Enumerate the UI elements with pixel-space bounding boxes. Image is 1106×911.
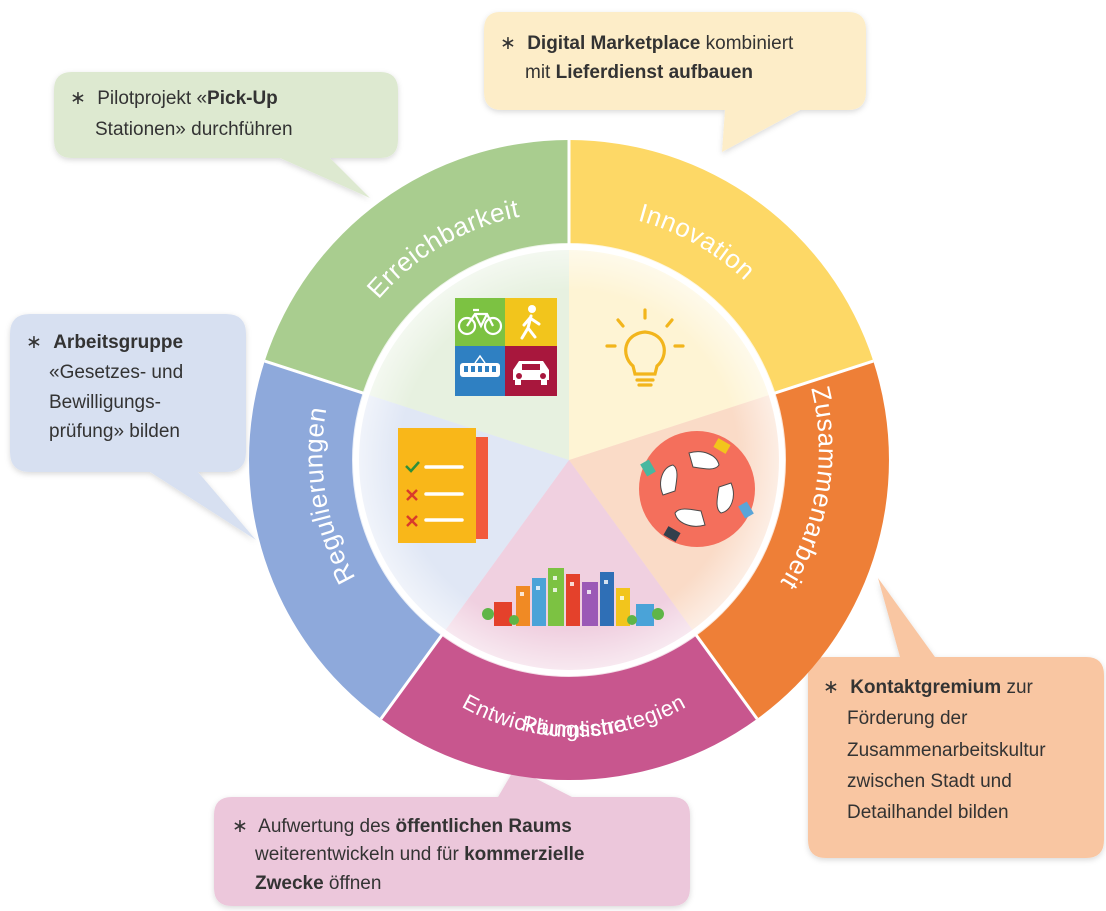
svg-text:∗ Kontaktgremium zur: ∗ Kontaktgremium zur: [823, 677, 1034, 698]
callout-bullet: ∗: [500, 33, 516, 54]
callout-regulierungen: ∗ Arbeitsgruppe «Gesetzes- und Bewilligu…: [10, 314, 256, 540]
callout-pink-bold-3: Zwecke: [255, 873, 324, 894]
callout-yellow-bubble: [484, 12, 866, 152]
callout-orange-text-4: zwischen Stadt und: [847, 771, 1012, 792]
callout-green-text-1: Pilotprojekt «: [97, 88, 207, 109]
callout-blue-bold-1: Arbeitsgruppe: [53, 332, 183, 353]
callout-orange-bold-1: Kontaktgremium: [850, 677, 1001, 698]
callout-green-bubble: [54, 72, 398, 198]
callout-orange-text-2: Förderung der: [847, 708, 968, 729]
segment-erreichbarkeit[interactable]: [264, 140, 569, 394]
callout-pink-text-1: Aufwertung des: [258, 816, 395, 837]
callout-pink-text-2: weiterentwickeln und für: [254, 844, 464, 865]
joined-hands-icon: [639, 431, 755, 547]
car-icon: [513, 361, 549, 385]
callout-raeumliche: ∗ Aufwertung des öffentlichen Raums weit…: [214, 768, 690, 906]
callout-innovation: ∗ Digital Marketplace kombiniert mit Lie…: [484, 12, 866, 152]
svg-text:Stationen» durchführen: Stationen» durchführen: [95, 119, 293, 140]
callout-pink-bold-1: öffentlichen Raums: [395, 816, 571, 837]
callout-zusammenarbeit: ∗ Kontaktgremium zur Förderung der Zusam…: [808, 578, 1104, 858]
callout-orange-text-3: Zusammenarbeitskultur: [847, 740, 1046, 761]
callout-pink-bubble: [214, 768, 690, 906]
cross-mark-icon: [406, 489, 418, 527]
callout-blue-bubble: [10, 314, 256, 540]
callout-green-text-2: Stationen» durchführen: [95, 119, 293, 140]
segment-zusammenarbeit[interactable]: [695, 361, 889, 719]
bicycle-icon: [457, 308, 503, 336]
callout-blue-text-4: prüfung» bilden: [49, 421, 180, 442]
svg-text:weiterentwickeln und für komme: weiterentwickeln und für kommerzielle: [254, 844, 585, 865]
segment-raeumliche[interactable]: [380, 634, 758, 781]
callout-erreichbarkeit: ∗ Pilotprojekt «Pick-Up Stationen» durch…: [54, 72, 398, 198]
svg-text:∗ Digital Marketplace ko: ∗ Digital Marketplace kombiniert: [500, 33, 794, 54]
callout-pink-text-3: öffnen: [324, 873, 382, 894]
callout-orange-text-1: zur: [1001, 677, 1033, 698]
callout-blue-text-3: Bewilligungs-: [49, 392, 161, 413]
pedestrian-icon: [520, 305, 541, 340]
transport-modes-icon: [455, 298, 557, 396]
callout-blue-text-2: «Gesetzes- und: [49, 362, 183, 383]
svg-text:Zwecke öffnen: Zwecke öffnen: [255, 873, 381, 894]
svg-text:mit Lieferdienst aufbauen: mit Lieferdienst aufbauen: [525, 62, 753, 83]
city-buildings-icon: [482, 568, 664, 626]
callout-orange-bubble: [808, 578, 1104, 858]
callout-yellow-bold-1: Digital Marketplace: [527, 33, 700, 54]
callout-yellow-text-2: mit: [525, 62, 556, 83]
callout-bullet: ∗: [26, 332, 42, 353]
svg-text:∗ Aufwertung des öffentl: ∗ Aufwertung des öffentlichen Raums: [232, 816, 572, 837]
segment-innovation[interactable]: [569, 140, 874, 394]
segment-regulierungen[interactable]: [249, 361, 443, 719]
callout-bullet: ∗: [232, 816, 248, 837]
check-mark-icon: [405, 461, 420, 473]
checklist-icon: [398, 428, 488, 543]
tram-icon: [460, 354, 500, 377]
callout-green-bold-1: Pick-Up: [207, 88, 278, 109]
svg-text:∗ Pilotprojekt «Pick-Up: ∗ Pilotprojekt «Pick-Up: [70, 88, 278, 109]
callout-bullet: ∗: [70, 88, 86, 109]
callout-yellow-bold-2: Lieferdienst aufbauen: [556, 62, 753, 83]
lightbulb-icon: [605, 308, 685, 387]
callout-pink-bold-2: kommerzielle: [464, 844, 584, 865]
svg-text:∗ Arbeitsgruppe: ∗ Arbeitsgruppe: [26, 332, 183, 353]
callout-orange-text-5: Detailhandel bilden: [847, 802, 1009, 823]
callout-yellow-text-1: kombiniert: [700, 33, 794, 54]
callout-bullet: ∗: [823, 677, 839, 698]
outer-ring: [249, 140, 889, 781]
